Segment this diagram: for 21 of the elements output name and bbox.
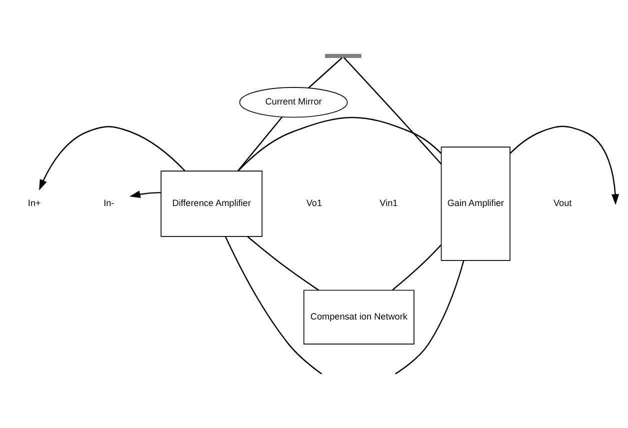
arrow — [130, 190, 161, 198]
connector — [224, 236, 322, 374]
node-box: Gain Amplifier — [440, 146, 510, 260]
connector — [238, 116, 442, 171]
node-box: Compensat ion Network — [303, 289, 414, 344]
label: Vin1 — [380, 198, 398, 208]
node-ellipse: Current Mirror — [239, 86, 348, 118]
node-box: Difference Amplifier — [160, 170, 262, 236]
arrow — [510, 125, 620, 204]
connector — [395, 260, 464, 374]
node-text: In+ — [28, 198, 41, 208]
arrow — [39, 126, 186, 190]
connector — [247, 236, 320, 290]
connector — [237, 116, 283, 171]
node-bar — [324, 53, 362, 58]
node-text: In- — [104, 198, 114, 208]
connector — [344, 56, 442, 164]
label: Vout — [553, 198, 572, 208]
connector — [392, 244, 442, 290]
label: Vo1 — [306, 198, 322, 208]
connector — [308, 56, 342, 88]
